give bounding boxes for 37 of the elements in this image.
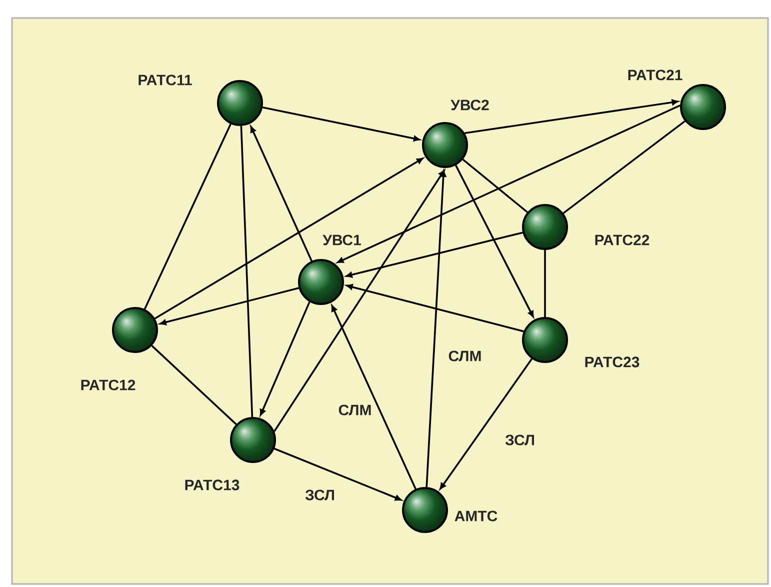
arrow <box>331 305 416 490</box>
station: РАТС22 <box>522 204 650 250</box>
arrow <box>337 104 680 264</box>
arrow <box>262 106 420 142</box>
edge-label: ЗСЛ <box>304 488 336 502</box>
arrow <box>440 358 533 490</box>
arrow <box>346 232 523 278</box>
arrow <box>250 126 312 262</box>
edge-label: ЗСЛ <box>504 434 536 446</box>
edge-label: СЛМ <box>337 404 373 416</box>
arrow <box>154 158 424 320</box>
node-label: АМТС <box>454 510 498 522</box>
node-label: УВС2 <box>450 100 489 110</box>
node-label: РАТС21 <box>628 70 682 80</box>
arrow <box>426 170 446 488</box>
arrow <box>464 99 678 134</box>
station: РАТС21 <box>628 70 726 130</box>
node-label: РАТС13 <box>185 480 240 490</box>
station: УВС2 <box>422 100 489 168</box>
arrow <box>274 448 402 501</box>
station: РАТС12 <box>81 307 158 390</box>
edge-label: СЛМ <box>447 350 483 362</box>
arrow <box>455 164 534 318</box>
station: АМТС <box>402 487 498 533</box>
node-label: РАТС11 <box>138 74 192 86</box>
node-label: РАТС23 <box>585 356 640 368</box>
arrow <box>160 287 300 326</box>
node-label: РАТС22 <box>595 234 650 246</box>
node-label: УВС1 <box>322 234 361 246</box>
arrow <box>346 284 524 332</box>
arrow <box>274 170 445 432</box>
station: РАТС11 <box>138 74 263 126</box>
station: РАТС23 <box>522 317 640 368</box>
node-label: РАТС12 <box>81 380 136 390</box>
station: УВС1 <box>298 234 361 305</box>
station: РАТС13 <box>185 417 276 490</box>
arrow <box>260 302 310 416</box>
